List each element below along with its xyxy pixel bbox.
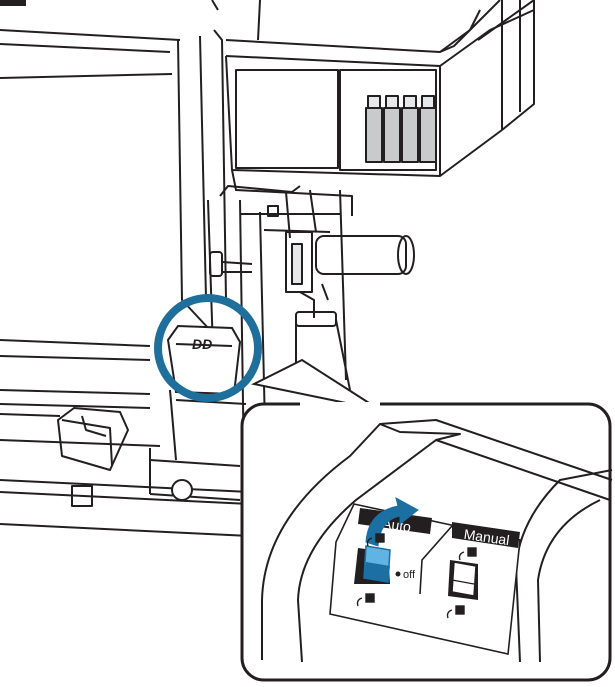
zoom-callout bbox=[250, 358, 381, 411]
svg-text:DD: DD bbox=[192, 336, 212, 352]
ink-cartridges bbox=[365, 95, 437, 163]
highlight-circle bbox=[154, 294, 262, 402]
auto-switch-unit: DD bbox=[166, 324, 242, 396]
manual-label-box bbox=[452, 522, 520, 548]
manual-label: Manual bbox=[463, 526, 511, 548]
auto-switch bbox=[354, 545, 391, 584]
roll-direction-icon bbox=[356, 533, 385, 607]
zoom-inset: Auto Manual off bbox=[240, 402, 613, 682]
manual-direction-icon bbox=[446, 547, 477, 619]
off-label: off bbox=[403, 569, 416, 581]
auto-label-box bbox=[358, 508, 432, 534]
manual-switch bbox=[448, 560, 478, 600]
